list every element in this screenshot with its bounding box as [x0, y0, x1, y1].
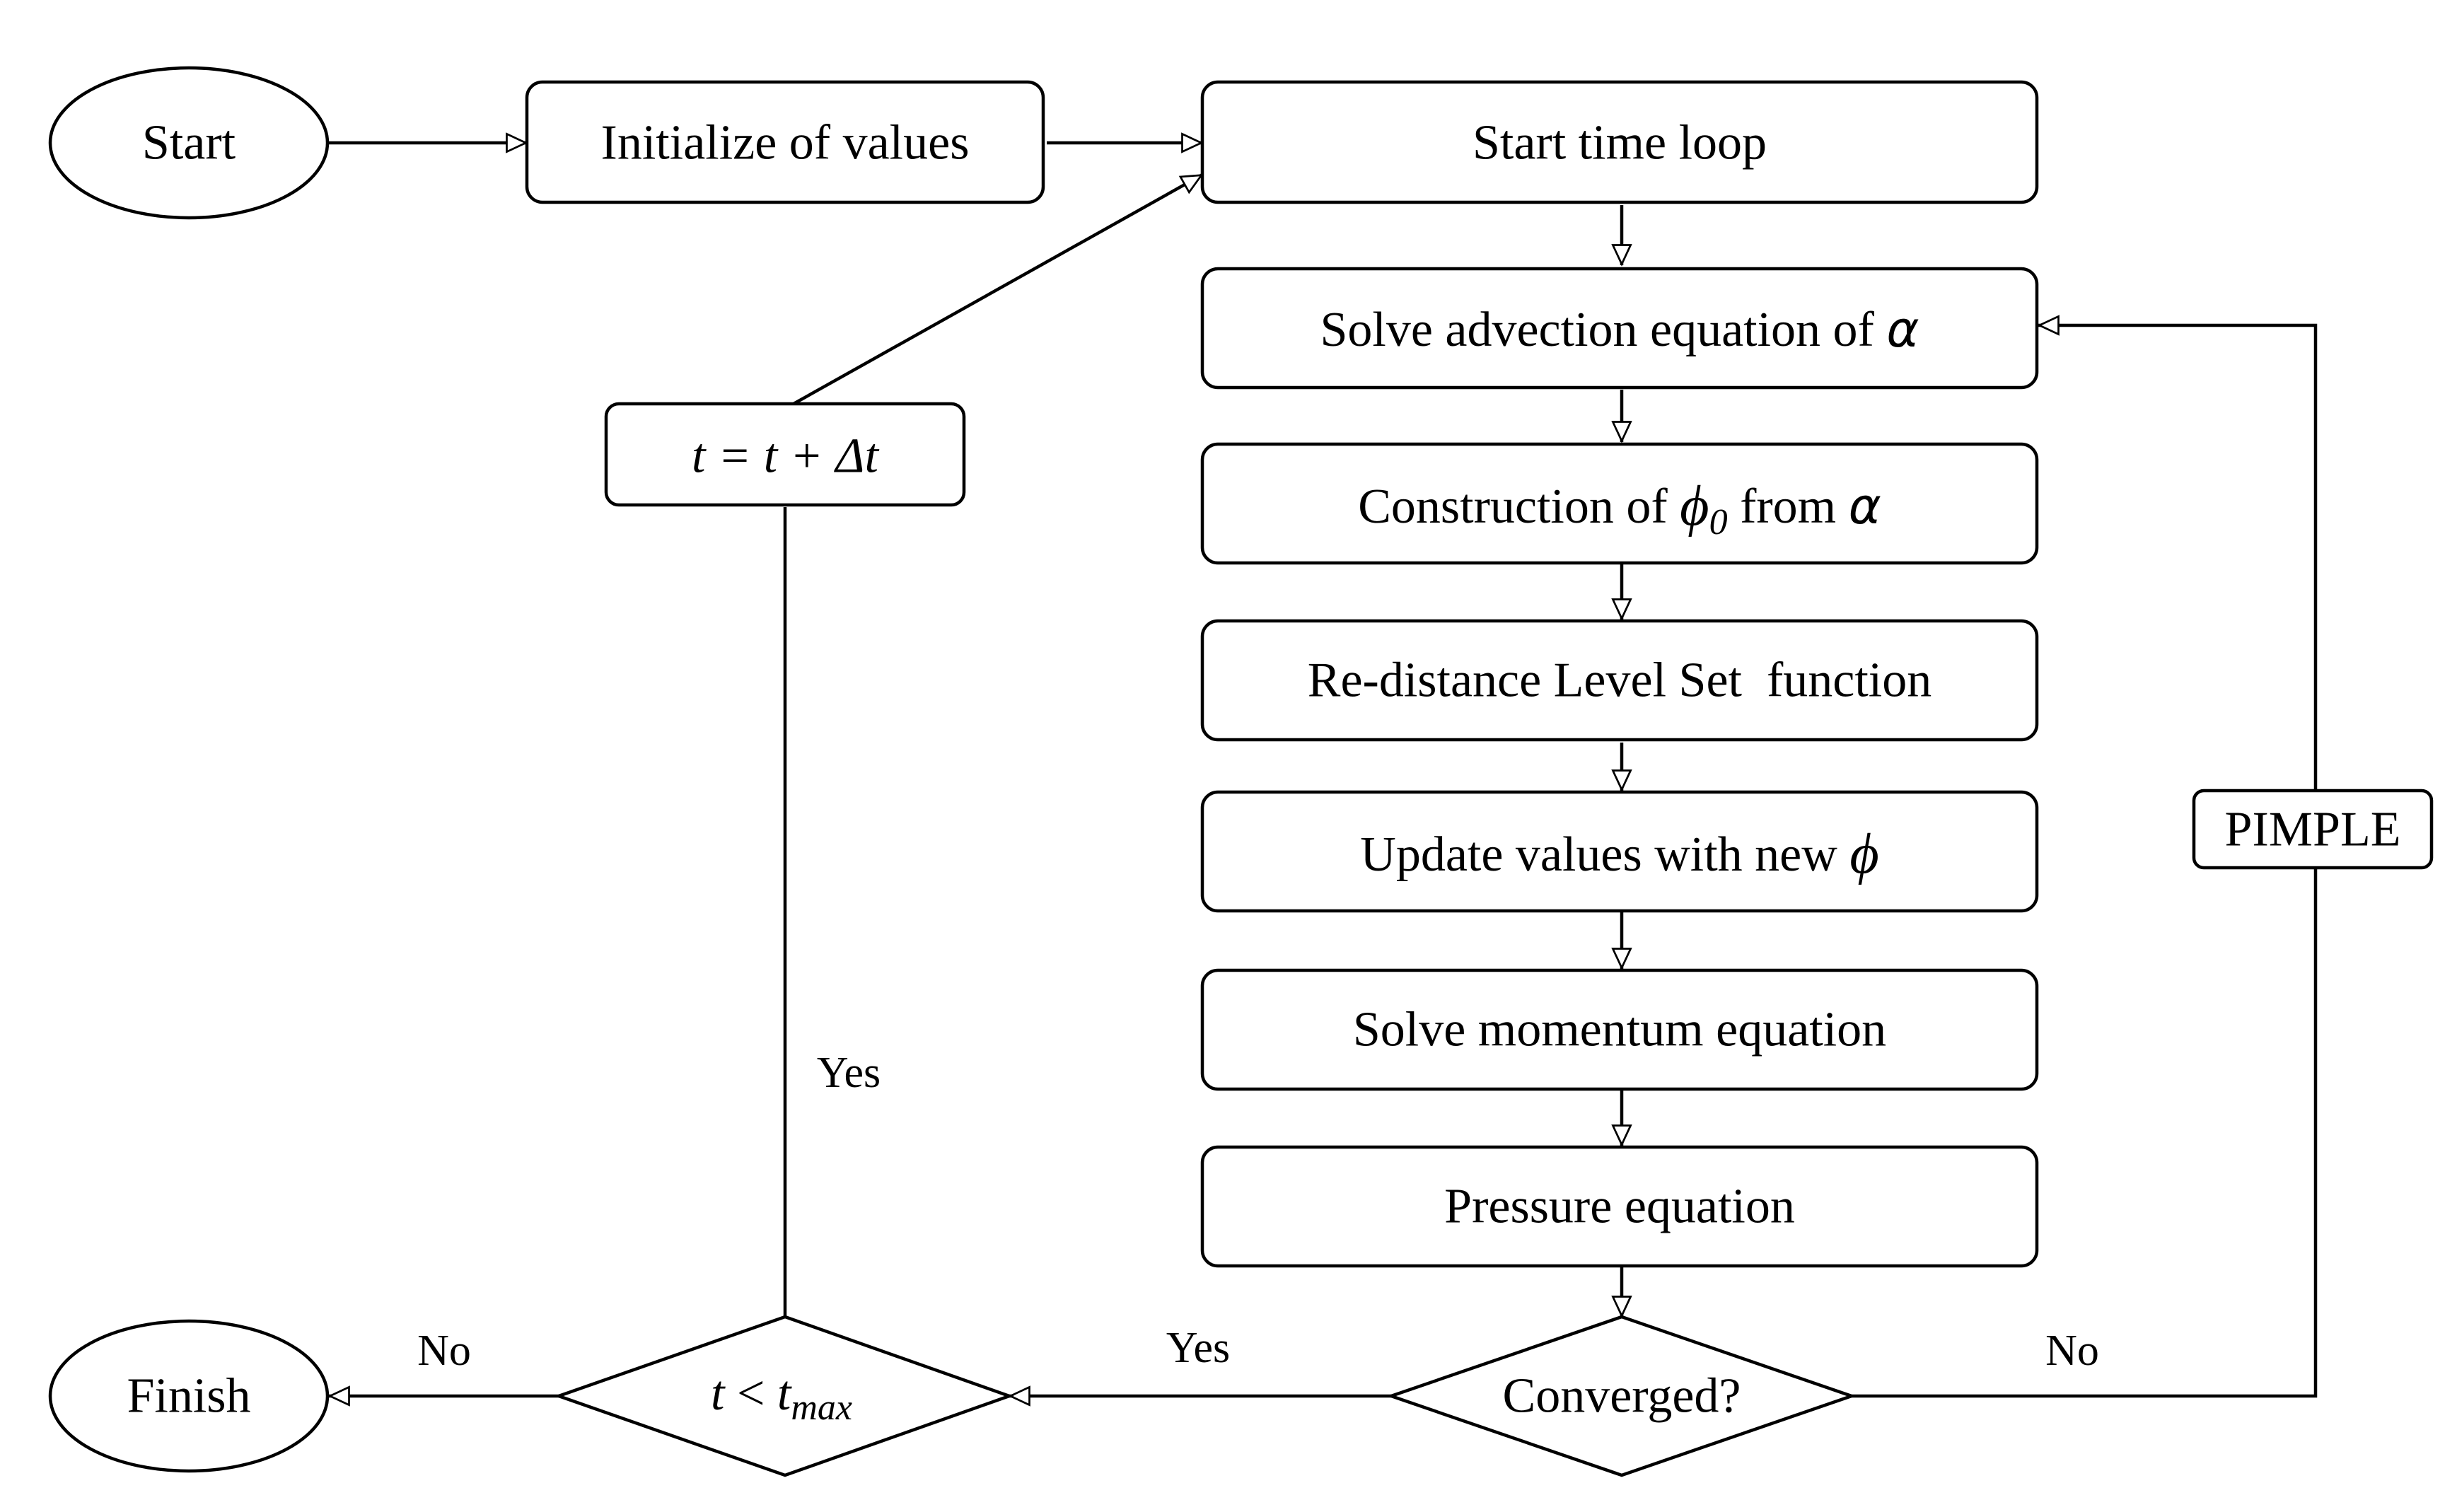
phi-symbol: ϕ [1849, 823, 1878, 885]
phi-subscript: 0 [1709, 502, 1728, 542]
time-check-label: t < tmax [711, 1366, 852, 1428]
phi-symbol: ϕ [1680, 475, 1709, 537]
time-step-box [604, 402, 966, 507]
init-label: Initialize of values [601, 116, 970, 170]
edge-label-yes-converged: Yes [1166, 1324, 1230, 1372]
redistance-box [1200, 619, 2039, 742]
start-node [48, 66, 330, 220]
time-loop-label: Start time loop [1473, 116, 1767, 170]
pimple-label: PIMPLE [2225, 803, 2401, 857]
alpha-symbol: α [1849, 477, 1881, 535]
update-box [1200, 790, 2039, 913]
init-box [525, 80, 1045, 204]
construction-box [1200, 442, 2039, 565]
edge-label-no-converged: No [2045, 1327, 2099, 1375]
alpha-symbol: α [1886, 301, 1919, 359]
redistance-label: Re-distance Level Set function [1308, 653, 1932, 708]
construction-label: Construction of ϕ0 from α [1358, 475, 1881, 542]
converged-label: Converged? [1503, 1369, 1741, 1424]
finish-label: Finish [127, 1369, 250, 1424]
time-check-diamond [554, 1315, 1014, 1477]
finish-node [48, 1319, 330, 1473]
edge-time-step-to-time-loop [792, 173, 1204, 405]
advection-label: Solve advection equation of α [1320, 301, 1919, 359]
converged-diamond [1386, 1315, 1857, 1477]
edge-label-yes-time: Yes [817, 1049, 881, 1097]
pressure-box [1200, 1145, 2039, 1268]
advection-box [1200, 267, 2039, 390]
update-label: Update values with new ϕ [1360, 823, 1878, 885]
time-step-label: t = t + Δt [692, 429, 879, 484]
start-label: Start [142, 116, 236, 170]
pimple-box [2192, 789, 2434, 870]
edge-label-no-time: No [417, 1327, 471, 1375]
momentum-label: Solve momentum equation [1353, 1003, 1886, 1057]
momentum-box [1200, 968, 2039, 1091]
pressure-label: Pressure equation [1444, 1180, 1795, 1234]
time-loop-box [1200, 80, 2039, 204]
